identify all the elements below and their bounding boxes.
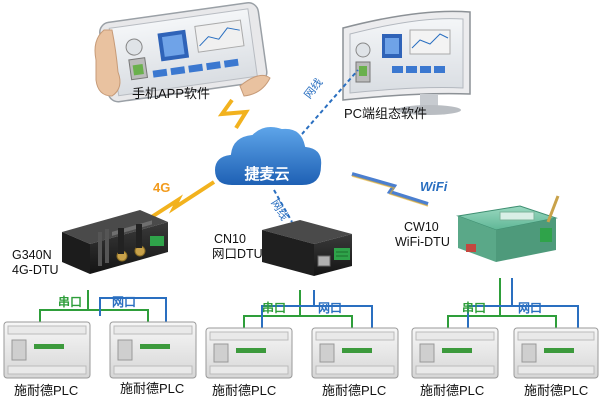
cn10-type-label: 网口DTU [212, 247, 263, 261]
plc-5-image [411, 327, 499, 379]
plc-1-image [3, 321, 91, 379]
plc-2-image [109, 321, 197, 379]
plc-5-label: 施耐德PLC [420, 383, 485, 398]
cloud-shape [212, 125, 324, 187]
g340n-model-label: G340N [12, 248, 52, 262]
mobile-phone-image [94, 2, 271, 103]
plc-6-image [513, 327, 599, 379]
lightning-g340n-to-cloud [148, 180, 216, 220]
net-port-label-1: 网口 [112, 295, 137, 309]
plc-4-image [311, 327, 399, 379]
cable-cloud-to-cn10 [273, 189, 293, 223]
bus-group-2 [243, 290, 373, 328]
lightning-cw10-to-cloud [351, 172, 429, 206]
plc-4-label: 施耐德PLC [322, 383, 387, 398]
cloud-label: 捷麦云 [244, 166, 290, 183]
lightning-mobile-to-cloud [217, 98, 250, 130]
plc-3-label: 施耐德PLC [212, 383, 277, 398]
cn10-device-image [262, 220, 352, 276]
link-wifi-label: WiFi [420, 179, 448, 194]
cw10-model-label: CW10 [404, 220, 439, 234]
g340n-device-image [62, 210, 168, 274]
link-4g-label: 4G [153, 180, 171, 195]
cw10-type-label: WiFi-DTU [395, 235, 450, 249]
bus-group-1 [39, 290, 167, 322]
plc-2-label: 施耐德PLC [120, 381, 185, 396]
serial-port-label-1: 串口 [58, 295, 83, 309]
plc-3-image [205, 327, 293, 379]
bus-group-3 [447, 278, 579, 328]
net-port-label-3: 网口 [518, 301, 543, 315]
serial-port-label-3: 串口 [462, 301, 487, 315]
net-port-label-2: 网口 [318, 301, 343, 315]
pc-software-label: PC端组态软件 [344, 106, 428, 121]
plc-1-label: 施耐德PLC [14, 383, 79, 398]
serial-port-label-2: 串口 [262, 301, 287, 315]
cn10-model-label: CN10 [214, 232, 246, 246]
plc-6-label: 施耐德PLC [524, 383, 589, 398]
g340n-type-label: 4G-DTU [12, 263, 59, 277]
mobile-app-label: 手机APP软件 [132, 86, 211, 101]
cw10-device-image [456, 195, 560, 262]
pc-monitor-image [342, 10, 471, 115]
